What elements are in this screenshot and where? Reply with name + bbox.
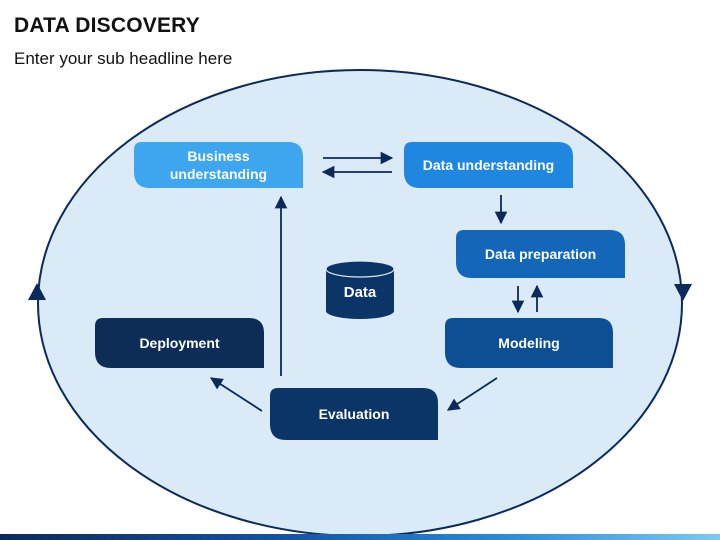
arrow-modeling-to-evaluation <box>446 377 498 411</box>
step-label: Business understanding <box>169 148 268 182</box>
page-title: DATA DISCOVERY <box>14 14 200 37</box>
step-business-understanding: Business understanding <box>134 142 303 188</box>
cycle-arrow-up-icon <box>28 283 46 300</box>
step-data-understanding: Data understanding <box>404 142 573 188</box>
bottom-accent-bar <box>0 534 720 540</box>
deployment-shape <box>95 318 264 368</box>
data-store-label: Data <box>343 284 377 301</box>
data-preparation-shape <box>456 230 625 278</box>
step-deployment: Deployment <box>95 318 264 368</box>
step-label: Data understanding <box>422 157 555 173</box>
evaluation-shape <box>270 388 438 440</box>
database-icon <box>325 260 395 319</box>
page-subtitle: Enter your sub headline here <box>14 49 233 68</box>
step-label: Modeling <box>498 335 560 351</box>
step-data-preparation: Data preparation <box>456 230 625 278</box>
business-understanding-shape <box>134 142 303 188</box>
step-label: Data preparation <box>484 246 597 262</box>
arrow-evaluation-to-deployment <box>209 377 263 412</box>
step-label: Deployment <box>139 335 220 351</box>
step-label: Evaluation <box>318 406 390 422</box>
cycle-arrow-down-icon <box>674 284 692 301</box>
step-modeling: Modeling <box>445 318 613 368</box>
modeling-shape <box>445 318 613 368</box>
data-understanding-shape <box>404 142 573 188</box>
step-evaluation: Evaluation <box>270 388 438 440</box>
